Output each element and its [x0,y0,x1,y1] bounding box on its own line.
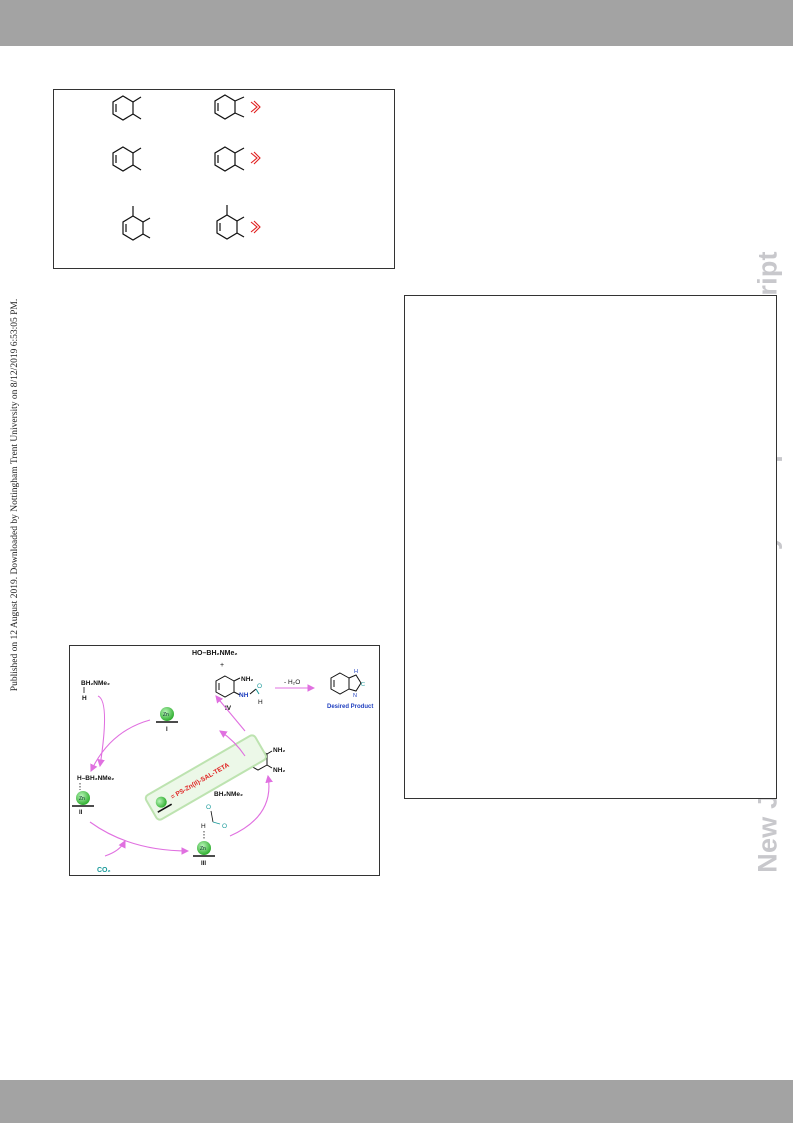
cycle-arrows [89,695,273,857]
hydroxy-borane-text: HO–BH₂NMe₂ [192,650,238,657]
intermediate-iv-label: IV [225,705,232,712]
species-ii-label: II [79,810,83,816]
nh-label: NH [239,692,249,699]
benzimidazole-n: N [353,693,357,699]
diamine-nh2-top: NH₂ [273,747,285,754]
arrow-borane-in [97,695,106,768]
header-bar [0,0,793,46]
product-1-structure [214,94,245,120]
benzimidazole-structure [330,672,362,695]
zn-label-i: Zn [163,712,169,718]
red-bond-marks [250,100,261,234]
mechanism-scheme: HO–BH₂NMe₂ + NH₂ NH O H IV - H₂O H N C D… [69,645,380,876]
zn-label-iii: Zn [200,846,206,852]
substrate-3-structure [122,206,151,241]
substrate-structures [112,94,261,241]
benzimidazole-c: C [361,682,365,688]
product-2-structure [214,146,245,172]
publication-note: Published on 12 August 2019. Downloaded … [10,298,20,692]
figure-placeholder-box [404,295,777,799]
species-i-label: I [166,727,168,733]
nh2-label: NH₂ [241,676,253,683]
substrate-table-figure [53,89,395,269]
desired-product-label: Desired Product [327,704,373,710]
arrow-i-to-ii [90,719,151,772]
arrow-to-iv [215,695,246,732]
arrow-iii-cycle [229,774,273,837]
substrate-2-structure [112,146,142,172]
substrate-1-structure [112,95,142,121]
arrow-diamine-in [219,730,246,757]
product-3-structure [216,205,245,240]
arrow-co2-in [104,840,126,857]
formyl-h: H [258,699,263,706]
co2-label: CO₂ [97,867,111,874]
zn-label-ii: Zn [79,796,85,802]
formate-o-top: O [206,804,211,811]
benzimidazole-nh: H [354,669,358,675]
plus-sign: + [220,662,224,669]
species-iii-label: III [201,861,206,867]
minus-water-label: - H₂O [284,679,300,686]
formamide-intermediate-structure [215,675,260,698]
footer-bar [0,1080,793,1123]
zn-catalyst-ii [76,791,90,805]
zn-catalyst-iii [197,841,211,855]
formate-o-right: O [222,823,227,830]
zn-catalyst-i [160,707,174,721]
zn-hydride-borane: H–BH₂NMe₂ [77,775,114,782]
formate-h: H [201,823,206,830]
mechanism-drawing: HO–BH₂NMe₂ + NH₂ NH O H IV - H₂O H N C D… [72,650,373,874]
borane-reagent: BH₂NMe₂ [81,680,110,687]
formate-borane: BH₂NMe₂ [214,791,243,798]
diamine-nh2-bottom: NH₂ [273,767,285,774]
borane-h: H [82,695,87,702]
formyl-oxygen: O [257,683,262,690]
arrow-ii-to-iii [89,821,190,855]
